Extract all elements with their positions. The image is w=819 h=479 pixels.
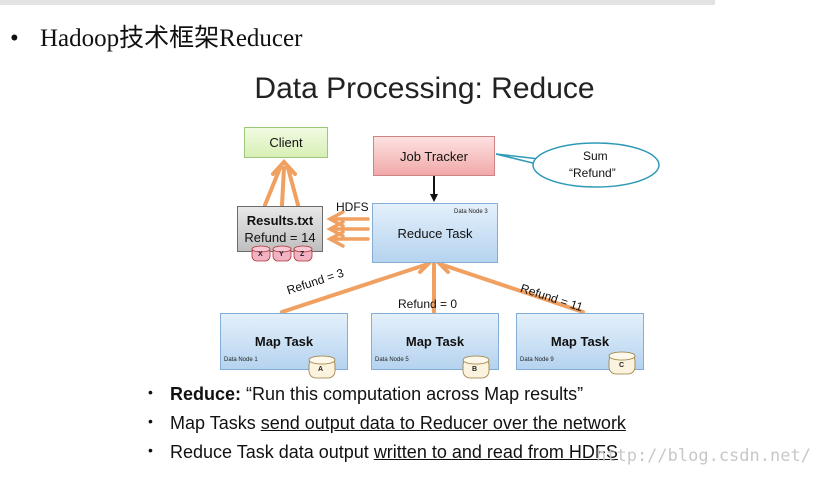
disk-icon — [608, 351, 636, 375]
hdfs-label: HDFS — [336, 200, 369, 214]
callout-line-1: Sum — [583, 149, 608, 163]
map-task-label: Map Task — [550, 334, 610, 349]
bullet-underlined: written to and read from HDFS — [373, 442, 618, 462]
bullet-item: •Reduce Task data output written to and … — [148, 442, 618, 462]
disk-label-x: X — [258, 251, 263, 258]
client-node: Client — [244, 127, 328, 158]
reduce-to-results-arrows — [326, 210, 370, 248]
reduce-node-label: Data Node 3 — [454, 209, 488, 215]
results-filename: Results.txt — [246, 213, 314, 228]
disk-label-z: Z — [300, 251, 305, 258]
bullet-list: •Reduce: “Run this computation across Ma… — [148, 384, 626, 471]
client-label: Client — [269, 135, 303, 150]
bullet-bold: Reduce: — [170, 384, 242, 404]
reduce-task-node: Reduce Task — [372, 203, 498, 263]
disk-label-y: Y — [279, 251, 284, 258]
callout-bubble — [495, 142, 660, 188]
reduce-task-label: Reduce Task — [397, 225, 473, 241]
map-node-label: Data Node 5 — [375, 357, 409, 363]
bullet-underlined: send output data to Reducer over the net… — [260, 413, 626, 433]
callout-line-2: “Refund” — [569, 166, 616, 180]
heading-bullet: • — [10, 25, 19, 52]
results-disks — [251, 245, 313, 262]
bullet-text: Map Tasks — [170, 413, 261, 433]
watermark: http://blog.csdn.net/ — [596, 446, 811, 466]
job-tracker-node: Job Tracker — [373, 136, 495, 176]
results-file-node: Results.txt Refund = 14 — [237, 206, 323, 252]
disk-label-b: B — [472, 366, 478, 373]
disk-icon — [293, 245, 313, 262]
heading-text: Hadoop技术框架Reducer — [40, 25, 303, 52]
bullet-item: •Map Tasks send output data to Reducer o… — [148, 413, 626, 433]
map-task-label: Map Task — [254, 334, 314, 349]
map-node-label: Data Node 1 — [224, 357, 258, 363]
bullet-text: Reduce Task data output — [170, 442, 374, 462]
results-to-client-arrows — [263, 159, 300, 207]
disk-label-a: A — [318, 366, 324, 373]
top-divider — [0, 0, 715, 5]
job-tracker-label: Job Tracker — [400, 148, 468, 164]
disk-icon — [251, 245, 271, 262]
disk-label-c: C — [619, 362, 625, 369]
results-value: Refund = 14 — [244, 230, 316, 245]
disk-icon — [272, 245, 292, 262]
map-node-label: Data Node 9 — [520, 357, 554, 363]
edge-label-map2: Refund = 0 — [398, 297, 458, 311]
slide-title: Data Processing: Reduce — [254, 72, 595, 105]
page-heading: • Hadoop技术框架Reducer — [10, 18, 302, 54]
map-task-label: Map Task — [405, 334, 465, 349]
bullet-item: •Reduce: “Run this computation across Ma… — [148, 384, 584, 404]
disk-icon — [462, 355, 490, 379]
bullet-text: “Run this computation across Map results… — [241, 384, 584, 404]
disk-icon — [308, 355, 336, 379]
